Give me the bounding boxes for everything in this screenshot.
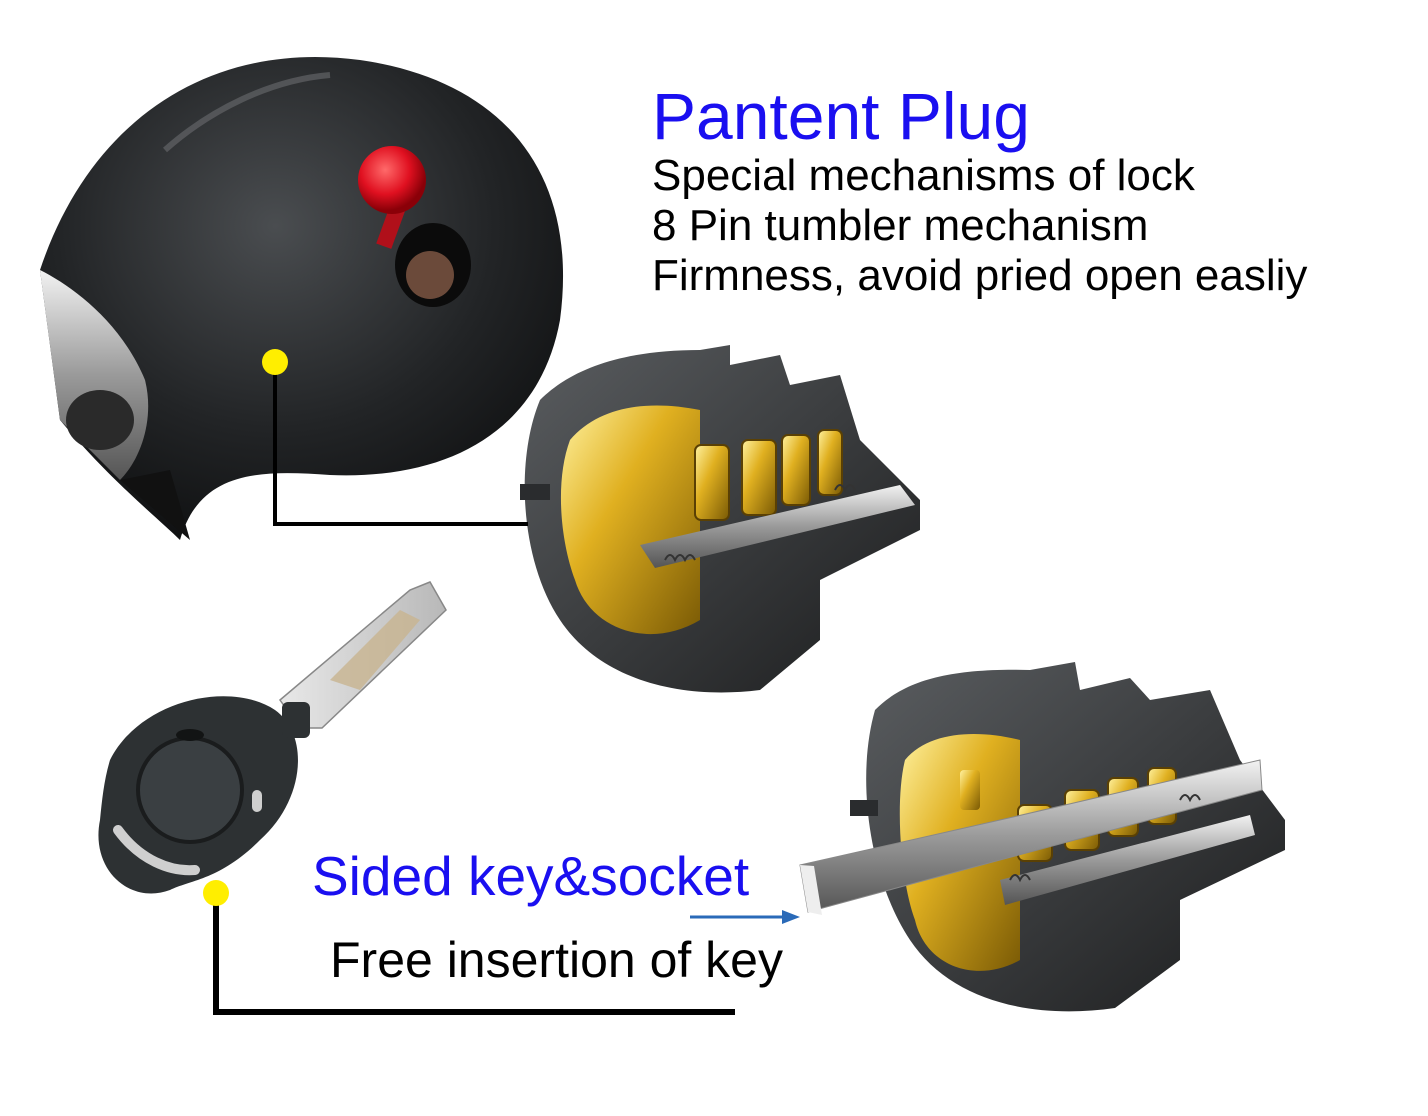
feature-line-1: Special mechanisms of lock	[652, 151, 1195, 200]
headline: Pantent Plug	[652, 79, 1030, 153]
marker-dot-lower	[203, 880, 229, 906]
feature-line-2: 8 Pin tumbler mechanism	[652, 201, 1149, 250]
lock-cylinder-cutaway-bottom	[799, 662, 1285, 1012]
lock-cylinder-cutaway-top	[520, 345, 920, 693]
callout-upper	[262, 349, 528, 526]
callout-lower	[203, 880, 735, 1015]
lock-body-closeup	[40, 56, 564, 540]
feature-line-3: Firmness, avoid pried open easliy	[652, 251, 1308, 300]
key-section-caption: Free insertion of key	[330, 932, 783, 988]
marker-dot-upper	[262, 349, 288, 375]
key-illustration	[98, 581, 447, 894]
key-section-title: Sided key&socket	[312, 845, 750, 907]
insertion-arrow	[690, 910, 800, 924]
